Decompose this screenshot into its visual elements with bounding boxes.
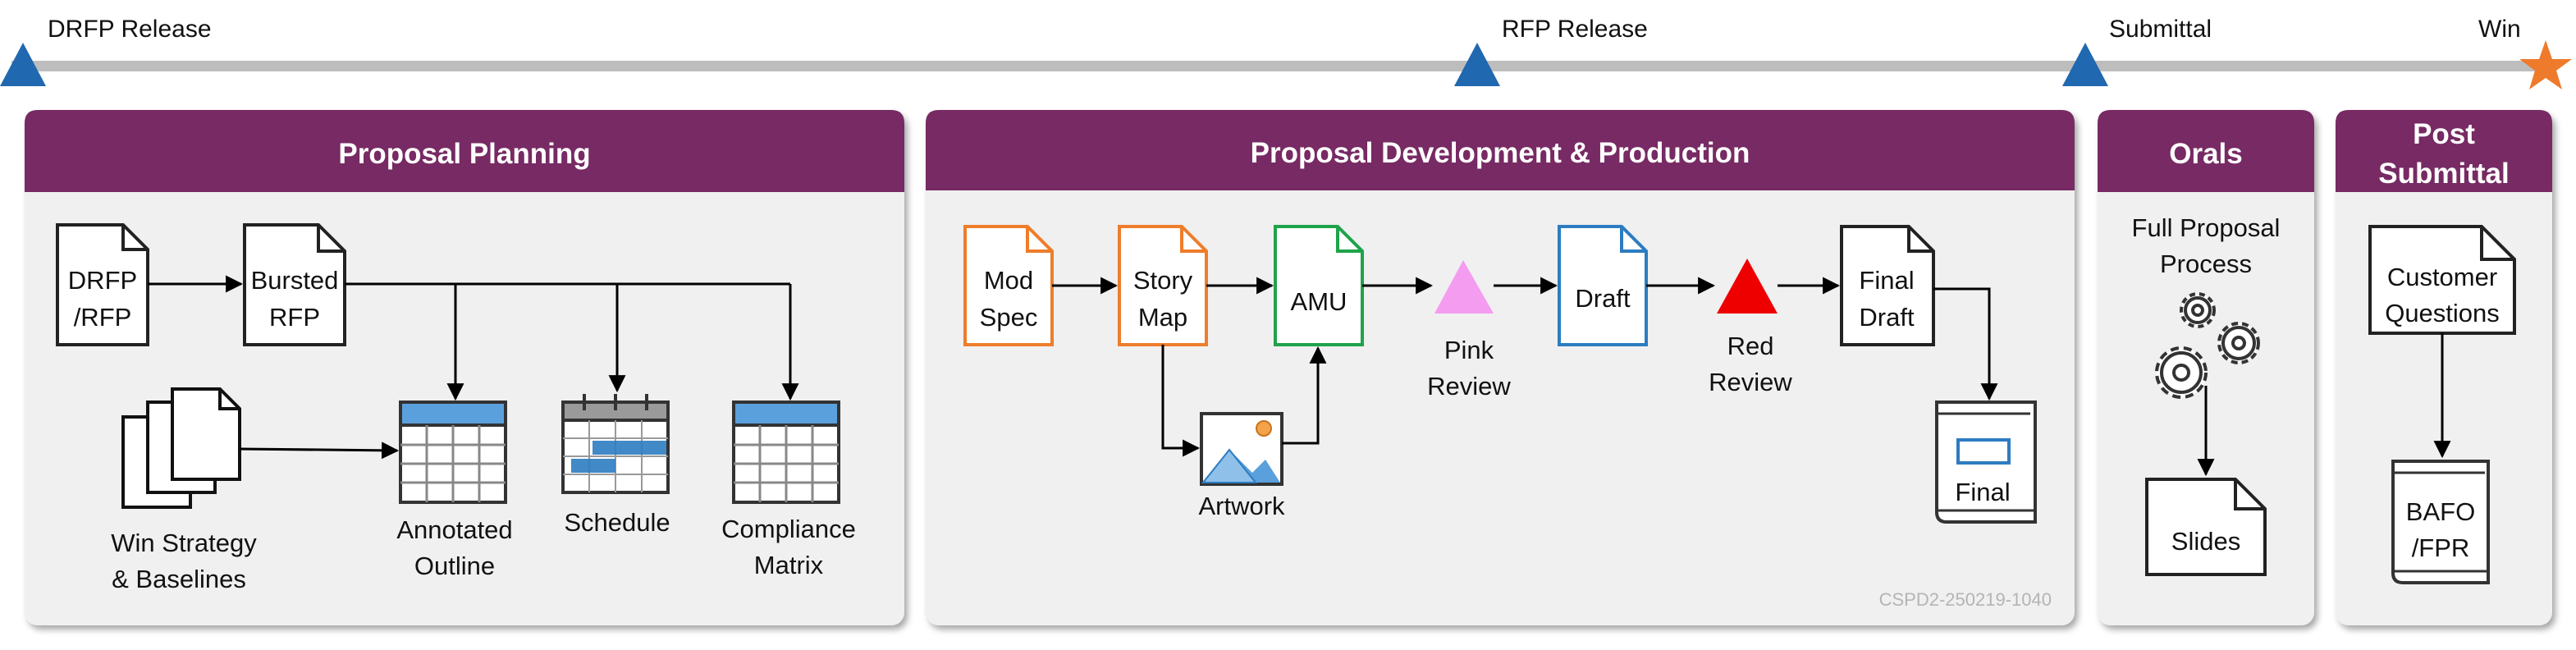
artwork-image-icon xyxy=(1200,412,1283,486)
drfp-label-line2: /RFP xyxy=(74,303,132,332)
final-draft-label-line1: Final xyxy=(1859,266,1914,295)
timeline-bar xyxy=(11,61,2547,71)
win-strategy-label-line2: & Baselines xyxy=(112,565,246,593)
bafo-book-icon: BAFO /FPR xyxy=(2391,460,2490,584)
mod-spec-label-line1: Mod xyxy=(984,266,1033,295)
annotated-label-line1: Annotated xyxy=(396,515,512,544)
section-title-post-line1: Post xyxy=(2413,118,2475,150)
bafo-label-line1: BAFO xyxy=(2406,497,2475,526)
slides-label: Slides xyxy=(2171,527,2240,556)
panel-proposal-development: Proposal Development & Production xyxy=(926,110,2075,625)
artwork-label: Artwork xyxy=(1198,492,1285,520)
customer-questions-document: Customer Questions xyxy=(2368,225,2516,335)
bursted-rfp-document: Bursted RFP xyxy=(243,223,346,346)
final-draft-label-line2: Draft xyxy=(1859,303,1915,332)
red-review-label-line2: Review xyxy=(1709,368,1792,396)
section-title-proposal-development: Proposal Development & Production xyxy=(1251,137,1750,169)
win-strategy-documents-icon xyxy=(121,387,241,509)
compliance-matrix-table-icon xyxy=(732,401,840,504)
submittal-marker-icon xyxy=(2062,43,2108,86)
rfp-release-marker-icon xyxy=(1454,43,1500,86)
amu-document: AMU xyxy=(1274,225,1364,346)
win-star-icon xyxy=(2519,40,2572,89)
planning-connectors xyxy=(148,275,799,460)
pink-review-label-line1: Pink xyxy=(1444,336,1494,364)
final-label: Final xyxy=(1955,478,2010,506)
schedule-calendar-icon xyxy=(561,394,670,494)
draft-document: Draft xyxy=(1558,225,1648,346)
orals-process-label-line2: Process xyxy=(2160,249,2252,278)
pink-review-triangle-icon xyxy=(1434,260,1494,314)
story-map-document: Story Map xyxy=(1118,225,1208,346)
milestone-label-rfp-release: RFP Release xyxy=(1502,16,1648,43)
milestone-label-submittal: Submittal xyxy=(2109,16,2212,43)
red-review-triangle-icon xyxy=(1717,259,1778,314)
drfp-document: DRFP /RFP xyxy=(56,223,149,346)
document-id-watermark: CSPD2-250219-1040 xyxy=(1879,589,2052,610)
story-map-label-line2: Map xyxy=(1138,303,1187,332)
amu-label: AMU xyxy=(1291,287,1347,316)
bursted-label-line2: RFP xyxy=(269,303,320,332)
compliance-label-line1: Compliance xyxy=(721,515,856,543)
pink-review-label-line2: Review xyxy=(1427,372,1511,401)
red-review-label-line1: Red xyxy=(1727,332,1774,360)
schedule-label: Schedule xyxy=(564,508,670,537)
orals-process-label-line1: Full Proposal xyxy=(2132,213,2281,242)
customer-questions-label-line2: Questions xyxy=(2385,299,2500,327)
timeline: DRFP Release RFP Release Submittal Win xyxy=(0,16,2572,89)
customer-questions-label-line1: Customer xyxy=(2387,263,2497,291)
final-draft-document: Final Draft xyxy=(1840,225,1935,346)
development-connectors xyxy=(1052,277,1998,457)
drfp-label-line1: DRFP xyxy=(68,266,137,295)
section-title-proposal-planning: Proposal Planning xyxy=(338,138,590,170)
draft-label: Draft xyxy=(1575,284,1631,313)
bafo-label-line2: /FPR xyxy=(2412,533,2470,562)
story-map-label-line1: Story xyxy=(1133,266,1193,295)
mod-spec-label-line2: Spec xyxy=(980,303,1038,332)
compliance-label-line2: Matrix xyxy=(754,551,824,579)
bursted-label-line1: Bursted xyxy=(251,266,339,295)
mod-spec-document: Mod Spec xyxy=(963,225,1054,346)
slides-document: Slides xyxy=(2145,478,2267,576)
drfp-release-marker-icon xyxy=(0,43,46,86)
section-title-orals: Orals xyxy=(2169,138,2243,170)
milestone-label-drfp-release: DRFP Release xyxy=(48,16,212,43)
section-title-post-line2: Submittal xyxy=(2378,158,2509,190)
win-strategy-label-line1: Win Strategy xyxy=(111,529,257,557)
gears-icon xyxy=(2155,292,2260,399)
final-book-icon xyxy=(1935,401,2037,524)
annotated-outline-table-icon xyxy=(399,401,507,504)
annotated-label-line2: Outline xyxy=(414,552,495,580)
milestone-label-win: Win xyxy=(2478,16,2521,43)
